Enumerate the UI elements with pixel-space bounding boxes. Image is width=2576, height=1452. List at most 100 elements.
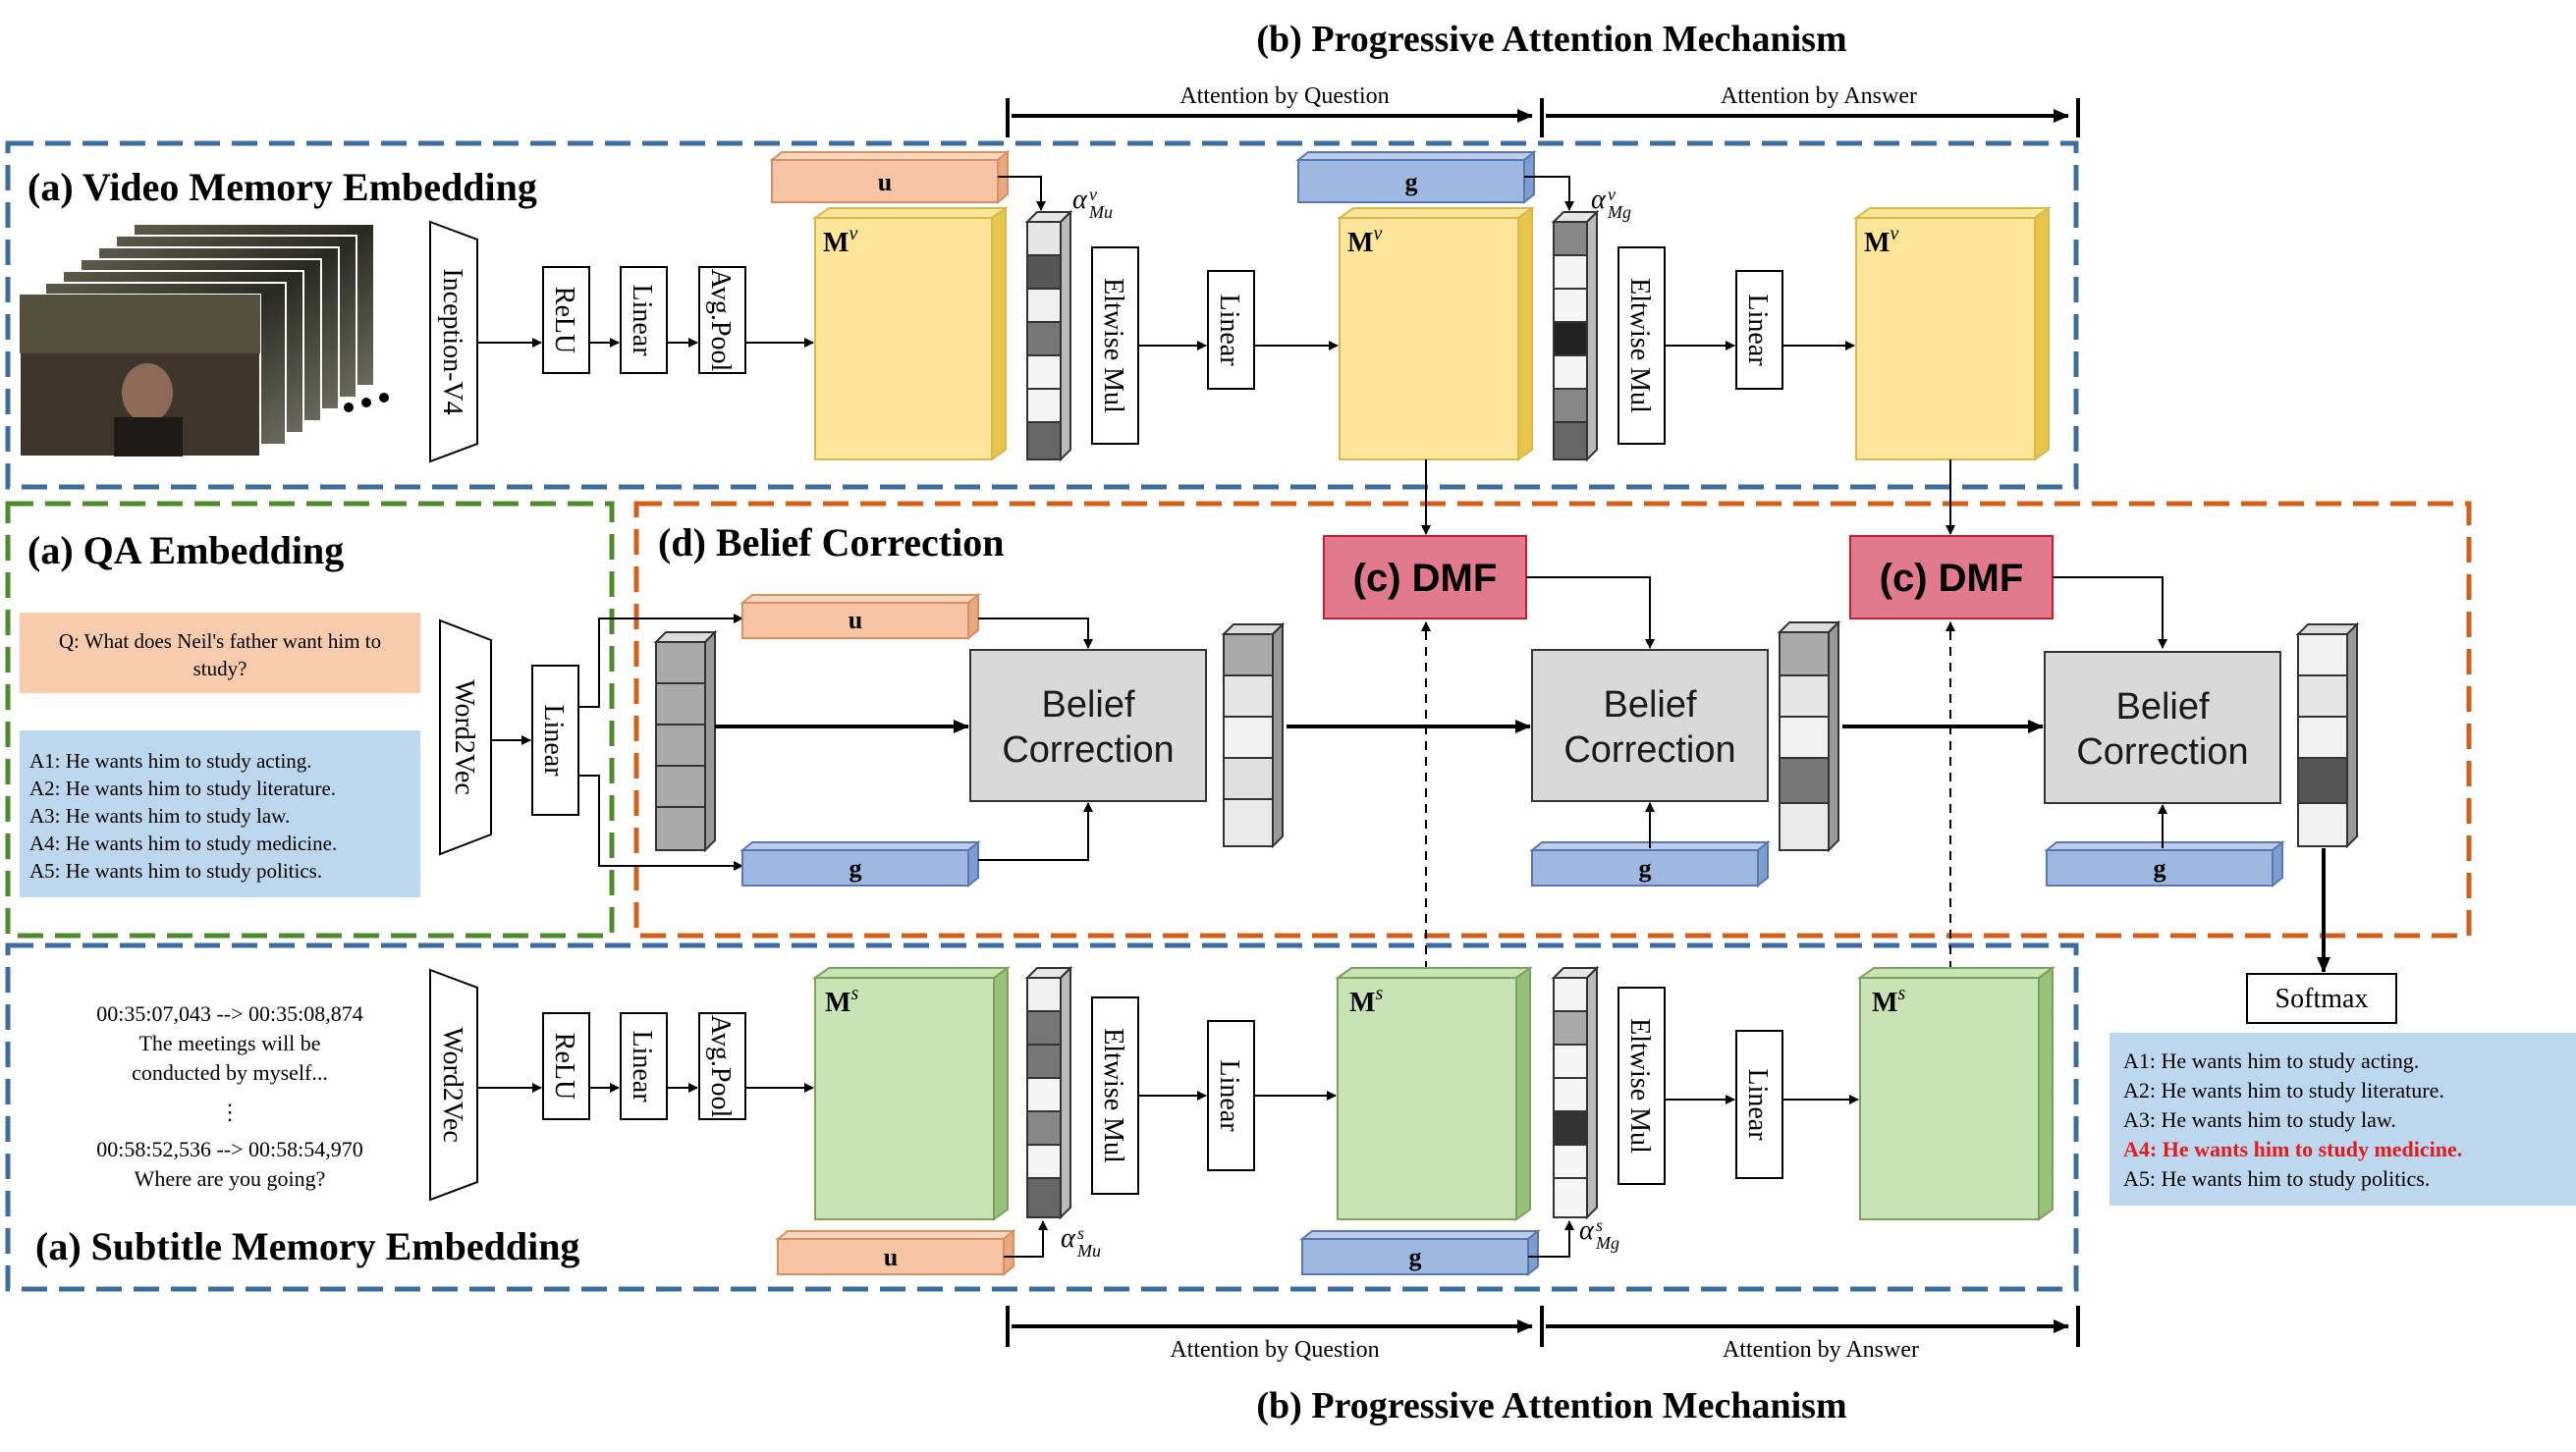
u-vector-belief-label: u xyxy=(849,606,862,634)
result-answer-1: A1: He wants him to study acting. xyxy=(2123,1049,2419,1073)
pam-title-top: (b) Progressive Attention Mechanism xyxy=(1256,19,1846,60)
qa-answer-2: A2: He wants him to study literature. xyxy=(29,777,336,800)
attn-answer-label-bottom: Attention by Answer xyxy=(1723,1337,1919,1363)
svg-text:v: v xyxy=(1089,185,1097,204)
qa-answer-3: A3: He wants him to study law. xyxy=(29,804,290,828)
attention-column-subtitle-mu xyxy=(1024,965,1073,1220)
pam-title-bottom: (b) Progressive Attention Mechanism xyxy=(1256,1385,1846,1426)
attention-bracket-top xyxy=(1006,98,2080,137)
subtitle-line-1b: conducted by myself... xyxy=(132,1060,328,1085)
memory-video-1-label: Mv xyxy=(823,223,857,258)
result-answers-box xyxy=(2110,1033,2576,1206)
relu-block-video xyxy=(542,266,590,374)
qa-embedding-title: (a) QA Embedding xyxy=(27,528,344,572)
u-vector-belief xyxy=(740,592,981,641)
svg-text:s: s xyxy=(1596,1215,1603,1235)
belief-correction-border xyxy=(633,501,2472,939)
u-vector-subtitle-label: u xyxy=(884,1243,898,1271)
svg-text:α: α xyxy=(1061,1223,1076,1254)
qa-answer-5: A5: He wants him to study politics. xyxy=(29,859,322,883)
linear-block-video-1 xyxy=(620,266,668,374)
attn-answer-label-top: Attention by Answer xyxy=(1721,83,1917,109)
subtitle-time-1: 00:35:07,043 --> 00:35:08,874 xyxy=(96,1001,363,1026)
subtitle-line-1a: The meetings will be xyxy=(138,1031,320,1055)
eltwise-block-subtitle-1 xyxy=(1091,996,1139,1195)
belief-correction-3-line1: Belief xyxy=(2115,686,2209,727)
belief-correction-block-1 xyxy=(969,649,1207,802)
memory-video-3 xyxy=(1852,206,2053,461)
subtitle-time-2: 00:58:52,536 --> 00:58:54,970 xyxy=(96,1137,363,1161)
g-vector-belief-2-label: g xyxy=(1639,854,1652,883)
word2vec-block-qa xyxy=(439,618,492,856)
svg-text:v: v xyxy=(1608,185,1616,204)
subtitle-vdots: ⋮ xyxy=(219,1100,241,1124)
attention-column-subtitle-mg xyxy=(1551,965,1600,1220)
svg-text:α: α xyxy=(1591,185,1607,215)
avgpool-label-subtitle: Avg.Pool xyxy=(705,1015,736,1118)
video-memory-title: (a) Video Memory Embedding xyxy=(27,165,537,209)
qa-question-box xyxy=(20,613,420,693)
attention-column-video-mu xyxy=(1024,209,1073,462)
dmf-block-1 xyxy=(1323,535,1527,619)
memory-video-2 xyxy=(1336,206,1536,461)
attn-question-label-top: Attention by Question xyxy=(1179,83,1389,109)
belief-correction-title: (d) Belief Correction xyxy=(658,520,1004,565)
belief-correction-3-line2: Correction xyxy=(2076,731,2248,773)
video-frames-stack xyxy=(19,223,389,457)
linear-label-subtitle-3: Linear xyxy=(1742,1068,1773,1141)
result-answer-4-highlight: A4: He wants him to study medicine. xyxy=(2123,1137,2462,1161)
svg-text:Mu: Mu xyxy=(1076,1241,1101,1261)
g-vector-video xyxy=(1295,149,1537,205)
g-vector-belief-label: g xyxy=(850,854,862,883)
g-vector-belief-3-label: g xyxy=(2154,854,2166,883)
g-vector-subtitle xyxy=(1299,1228,1541,1277)
qa-to-g-arrow xyxy=(578,775,743,871)
eltwise-block-subtitle-2 xyxy=(1617,987,1666,1185)
svg-text:Mg: Mg xyxy=(1595,1233,1619,1253)
svg-text:α: α xyxy=(1072,185,1088,215)
memory-video-3-label: Mv xyxy=(1864,223,1898,258)
memory-video-1 xyxy=(811,206,1010,461)
attention-column-video-mg xyxy=(1551,209,1600,462)
linear-block-video-3 xyxy=(1735,270,1783,390)
dmf-block-2 xyxy=(1849,535,2054,619)
memory-subtitle-3 xyxy=(1856,966,2056,1221)
belief-correction-2-line2: Correction xyxy=(1563,729,1735,771)
u-to-alpha-arrow-video xyxy=(998,176,1046,211)
belief-column-final xyxy=(2295,621,2360,849)
word2vec-label-qa: Word2Vec xyxy=(449,679,479,794)
attention-bracket-bottom xyxy=(1006,1306,2080,1347)
g-to-alpha-arrow-video xyxy=(1524,176,1574,211)
linear-label-video-2: Linear xyxy=(1214,294,1244,366)
dmf-1-label: (c) DMF xyxy=(1353,557,1498,600)
belief-column-2 xyxy=(1777,619,1841,853)
qa-question-line2: study? xyxy=(193,657,247,680)
eltwise-label-subtitle-1: Eltwise Mul xyxy=(1098,1028,1128,1163)
u-vector-video xyxy=(769,149,1011,205)
result-answer-3: A3: He wants him to study law. xyxy=(2123,1107,2396,1132)
relu-label-video: ReLU xyxy=(549,287,579,353)
u-vector-video-label: u xyxy=(878,168,892,196)
belief-correction-1-line2: Correction xyxy=(1002,729,1174,771)
alpha-mu-video-label: α v Mu xyxy=(1072,185,1113,222)
g-vector-belief-3 xyxy=(2044,839,2285,888)
eltwise-label-subtitle-2: Eltwise Mul xyxy=(1624,1018,1655,1154)
linear-block-subtitle-2 xyxy=(1207,1020,1255,1171)
linear-label-qa: Linear xyxy=(538,704,569,777)
inception-v4-block xyxy=(429,220,478,463)
linear-label-video-1: Linear xyxy=(627,284,657,356)
softmax-label: Softmax xyxy=(2275,984,2369,1014)
result-answer-5: A5: He wants him to study politics. xyxy=(2123,1166,2430,1191)
svg-text:α: α xyxy=(1579,1215,1595,1246)
softmax-block xyxy=(2246,973,2397,1024)
attn-question-label-bottom: Attention by Question xyxy=(1170,1337,1379,1363)
relu-label-subtitle: ReLU xyxy=(549,1033,579,1100)
alpha-mu-subtitle-label: α s Mu xyxy=(1061,1223,1101,1261)
inception-v4-label: Inception-V4 xyxy=(437,268,467,414)
avgpool-label-video: Avg.Pool xyxy=(705,269,736,372)
qa-question-line1: Q: What does Neil's father want him to xyxy=(59,629,381,653)
linear-block-subtitle-1 xyxy=(620,1012,668,1120)
memory-subtitle-3-label: Ms xyxy=(1872,983,1905,1018)
linear-label-subtitle-2: Linear xyxy=(1214,1059,1244,1132)
relu-block-subtitle xyxy=(542,1012,590,1120)
